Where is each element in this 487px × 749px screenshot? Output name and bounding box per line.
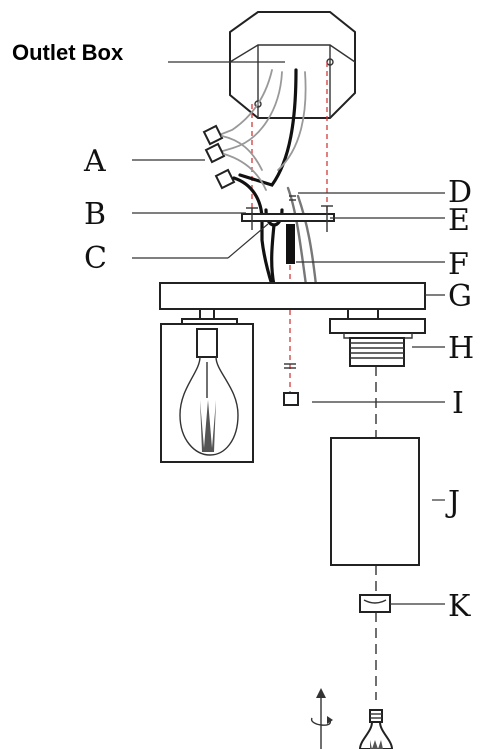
- outlet-box: [229, 11, 356, 119]
- fixture-wires: [270, 186, 318, 287]
- mounted-shade-assembly: [160, 308, 254, 463]
- threaded-nipple: [286, 195, 296, 264]
- edison-bulb: [358, 709, 394, 749]
- label-e: E: [448, 203, 470, 238]
- label-i: I: [452, 386, 464, 421]
- label-g: G: [448, 279, 472, 314]
- label-h: H: [448, 331, 474, 366]
- label-c: C: [84, 241, 107, 276]
- label-a: A: [83, 144, 106, 179]
- label-f: F: [448, 247, 469, 282]
- label-b: B: [84, 197, 106, 232]
- outlet-box-label: Outlet Box: [12, 40, 124, 65]
- leader-c-angle: [227, 223, 269, 259]
- wire-connectors: [202, 124, 274, 287]
- canopy: [159, 282, 426, 310]
- label-j: J: [445, 485, 460, 520]
- rotation-arrow-icon: [311, 688, 333, 749]
- glass-shade: [330, 437, 420, 566]
- socket: [329, 308, 426, 367]
- label-d: D: [448, 175, 472, 210]
- house-wires: [213, 68, 307, 187]
- label-k: K: [448, 589, 471, 624]
- cap-nut: [283, 363, 299, 406]
- shade-ring: [359, 594, 391, 613]
